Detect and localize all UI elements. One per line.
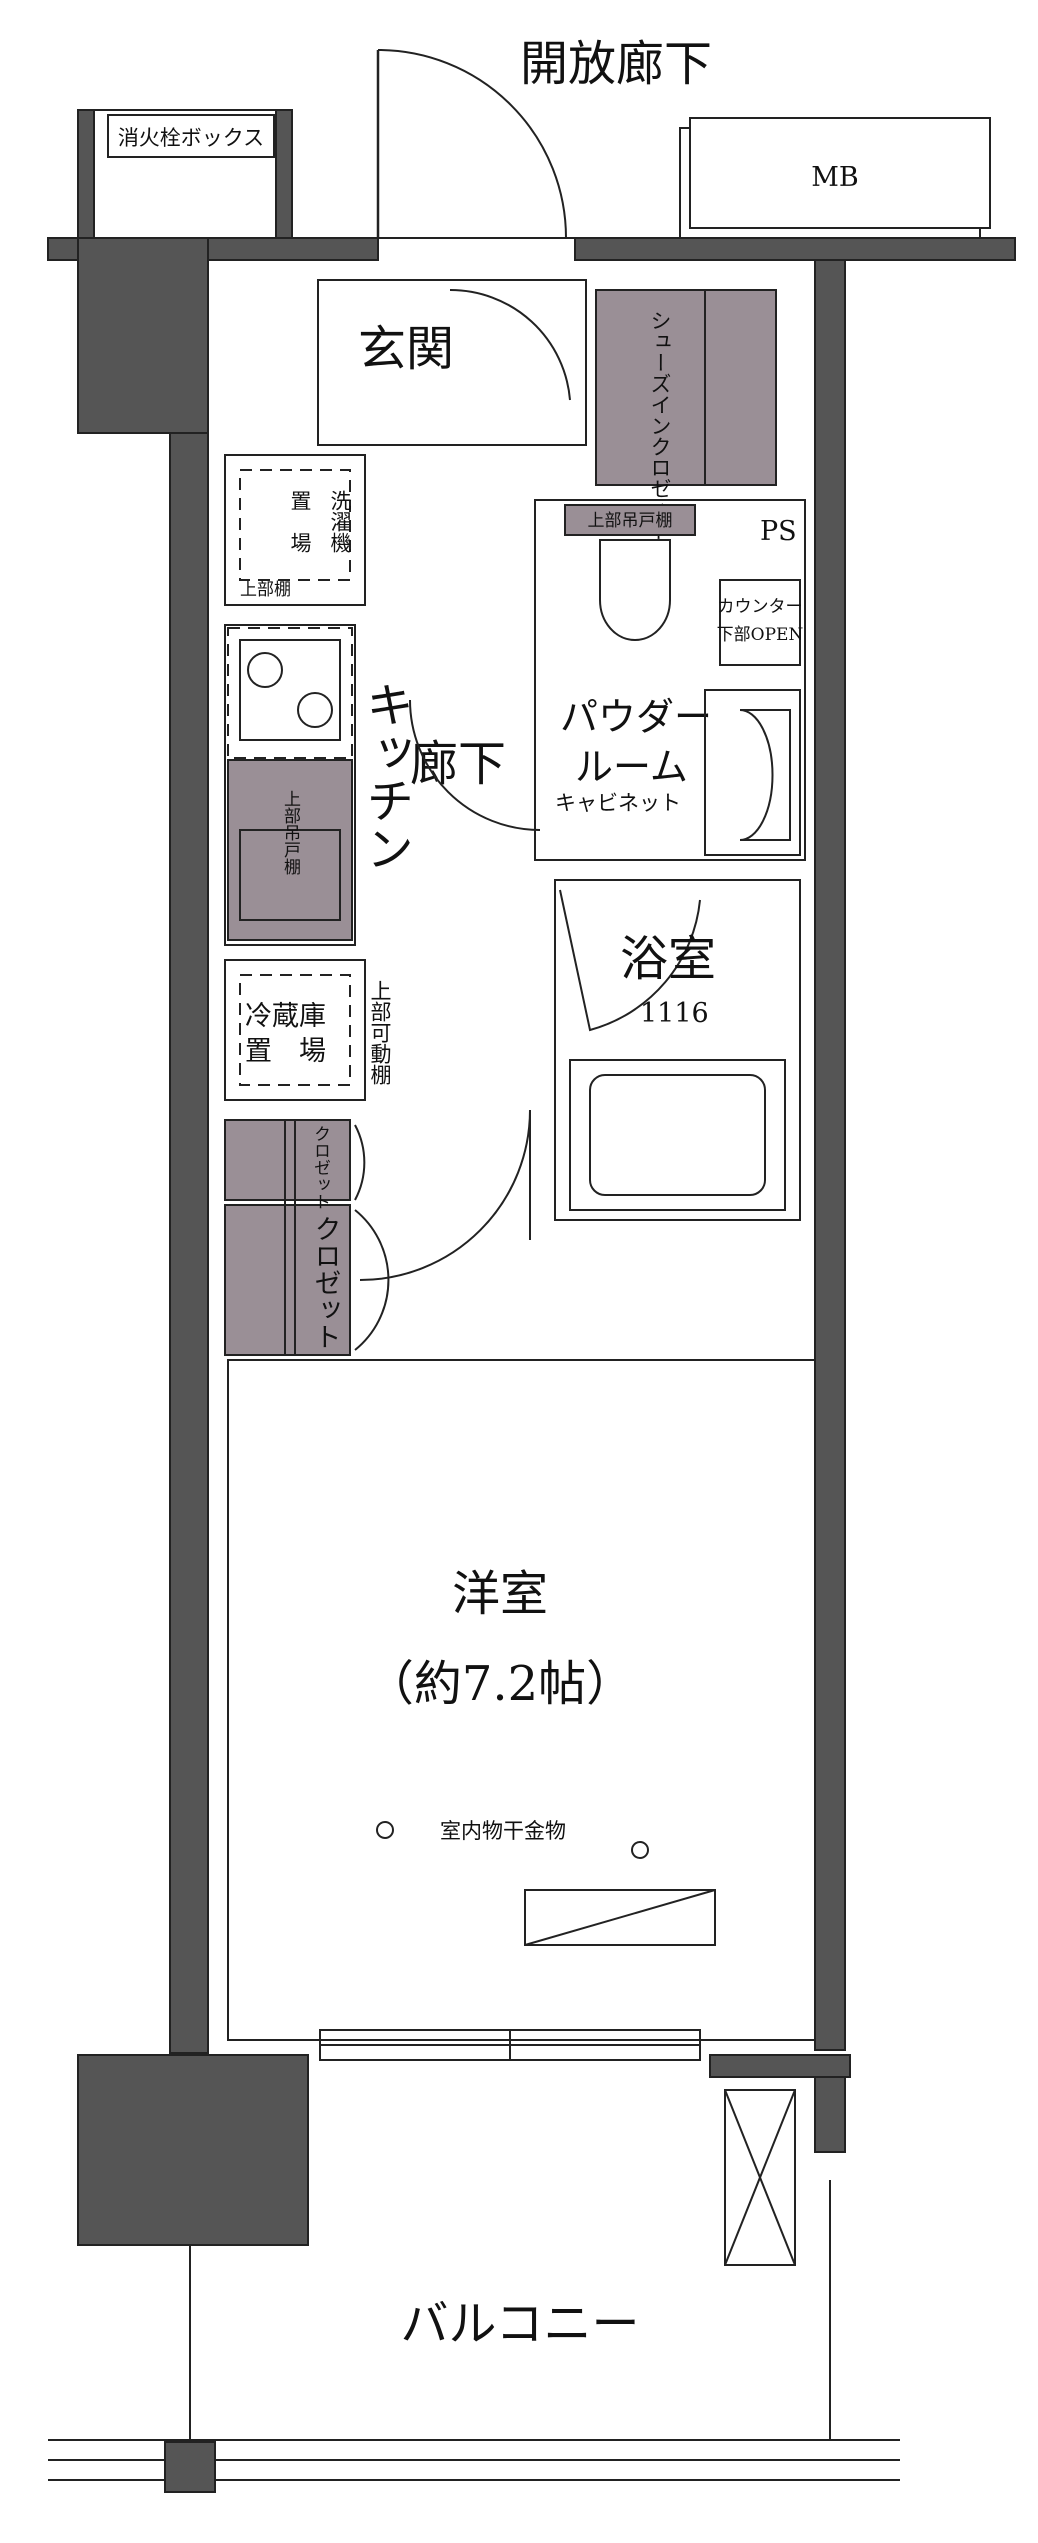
upper-cabinet-top-label: 上部吊戸棚	[588, 511, 673, 531]
shoe-closet	[595, 289, 777, 486]
hydrant-box	[77, 109, 293, 239]
powder-room	[534, 499, 806, 861]
bathroom-label: 浴室	[620, 931, 716, 987]
balcony-railing	[48, 2439, 900, 2493]
bathroom-door	[559, 889, 701, 1032]
drying-hook-1	[376, 1821, 394, 1839]
left-pillar	[77, 237, 209, 434]
lower-left-pillar	[77, 2054, 309, 2246]
shoe-closet-label: シューズインクロゼット	[648, 310, 672, 541]
drying-hardware-label: 室内物干金物	[440, 1819, 566, 1843]
entrance-inner-door	[449, 288, 571, 401]
entrance-label: 玄関	[358, 321, 454, 377]
bathroom	[554, 879, 801, 1221]
entrance-door	[376, 49, 567, 239]
hallway-label: 廊下	[410, 736, 506, 792]
bathtub	[569, 1059, 786, 1211]
counter	[719, 579, 801, 666]
laundry-label-1: 洗濯機	[328, 490, 352, 553]
closet-small-label: クロゼット	[310, 1125, 330, 1210]
meter-box-label: MB	[811, 162, 859, 193]
air-conditioner	[524, 1889, 716, 1946]
fridge-area	[224, 959, 366, 1101]
drying-hook-2	[631, 1841, 649, 1859]
right-wall	[814, 259, 846, 2051]
kitchen-counter	[224, 624, 356, 946]
counter-label-2: 下部OPEN	[717, 625, 804, 645]
western-room-size: （約7.2帖）	[366, 1656, 634, 1712]
lower-right-wall	[709, 2054, 851, 2078]
toilet	[599, 539, 671, 641]
cabinet-label: キャビネット	[555, 791, 681, 815]
fridge-label-2: 置 場	[245, 1036, 326, 1067]
closet-area	[224, 1119, 390, 1356]
powder-room-label-2: ルーム	[575, 745, 688, 789]
balcony-label: バルコニー	[400, 2296, 639, 2352]
upper-cabinet-kitchen-label: 上部吊戸棚	[280, 790, 301, 876]
upper-cabinet-top	[564, 504, 696, 536]
western-room-label: 洋室	[452, 1566, 548, 1622]
fridge-label-1: 冷蔵庫	[245, 1001, 326, 1032]
laundry-upper-shelf: 上部棚	[240, 580, 291, 600]
corridor-label: 開放廊下	[520, 36, 712, 92]
laundry-area	[224, 454, 366, 606]
powder-door	[409, 699, 541, 831]
left-wall	[169, 432, 209, 2054]
balcony-window	[319, 2029, 701, 2061]
counter-label-1: カウンター	[718, 597, 803, 617]
western-room	[227, 1359, 816, 2041]
outdoor-unit	[724, 2089, 796, 2266]
powder-room-label-1: パウダー	[560, 695, 712, 739]
laundry-label-2: 置 場	[288, 490, 312, 553]
hydrant-box-label: 消火栓ボックス	[118, 126, 264, 150]
bathroom-size: 1116	[640, 998, 709, 1029]
kitchen-label: キッチン	[357, 680, 413, 872]
ps-label: PS	[760, 516, 797, 547]
movable-shelf-label: 上部可動棚	[368, 980, 392, 1085]
closet-label: クロゼット	[310, 1215, 341, 1350]
vanity	[704, 689, 801, 856]
meter-box	[679, 117, 991, 239]
room-door	[359, 1109, 531, 1281]
